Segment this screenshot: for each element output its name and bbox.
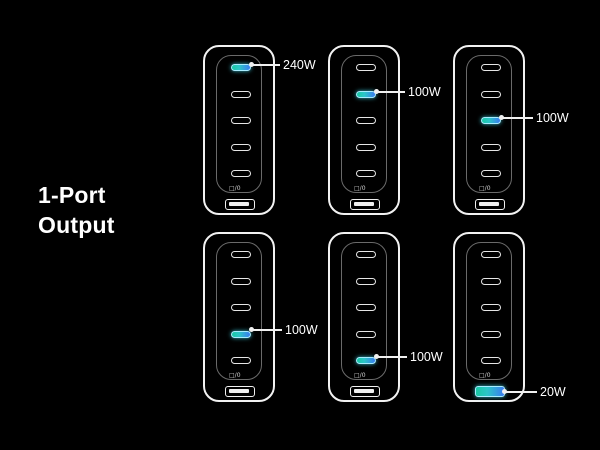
usb-a-port <box>475 199 505 210</box>
usb-c-port-5 <box>356 170 376 177</box>
usb-c-port-4 <box>356 331 376 338</box>
usb-c-port-5 <box>356 357 376 364</box>
usb-c-port-5 <box>231 170 251 177</box>
usb-c-port-1 <box>481 251 501 258</box>
diagram-title-line-2: Output <box>38 212 115 238</box>
charger-config-3: □/0 <box>453 45 525 215</box>
usb-c-port-5 <box>481 170 501 177</box>
port-marking: □/0 <box>354 372 366 379</box>
port-panel <box>341 242 387 380</box>
usb-c-port-4 <box>356 144 376 151</box>
port-panel <box>466 55 512 193</box>
usb-c-port-2 <box>481 278 501 285</box>
leader-line <box>499 115 533 120</box>
leader-line <box>374 89 405 94</box>
usb-c-port-3 <box>481 117 501 124</box>
port-marking: □/0 <box>479 372 491 379</box>
wattage-label: 100W <box>285 323 318 337</box>
leader-line <box>502 389 537 394</box>
charger-config-1: □/0 <box>203 45 275 215</box>
usb-c-port-1 <box>356 64 376 71</box>
wattage-label: 100W <box>536 111 569 125</box>
wattage-label: 20W <box>540 385 566 399</box>
usb-c-port-1 <box>481 64 501 71</box>
usb-a-port <box>225 386 255 397</box>
port-panel <box>466 242 512 380</box>
diagram-title: 1-Port Output <box>38 180 115 240</box>
port-marking: □/0 <box>354 185 366 192</box>
charger-config-6: □/0 <box>453 232 525 402</box>
usb-c-port-5 <box>481 357 501 364</box>
usb-a-port <box>350 199 380 210</box>
wattage-label: 240W <box>283 58 316 72</box>
usb-c-port-2 <box>481 91 501 98</box>
usb-c-port-4 <box>231 331 251 338</box>
usb-c-port-5 <box>231 357 251 364</box>
leader-line <box>374 354 407 359</box>
usb-c-port-3 <box>356 117 376 124</box>
usb-c-port-3 <box>231 304 251 311</box>
diagram-title-line-1: 1-Port <box>38 182 106 208</box>
usb-c-port-1 <box>231 64 251 71</box>
leader-line <box>249 62 280 67</box>
usb-c-port-3 <box>356 304 376 311</box>
port-panel <box>341 55 387 193</box>
usb-c-port-1 <box>356 251 376 258</box>
usb-c-port-2 <box>231 91 251 98</box>
usb-a-port <box>475 386 505 397</box>
wattage-label: 100W <box>408 85 441 99</box>
usb-c-port-1 <box>231 251 251 258</box>
usb-a-port <box>225 199 255 210</box>
usb-c-port-4 <box>481 144 501 151</box>
port-panel <box>216 55 262 193</box>
usb-c-port-3 <box>231 117 251 124</box>
usb-a-port <box>350 386 380 397</box>
port-marking: □/0 <box>229 372 241 379</box>
usb-c-port-4 <box>231 144 251 151</box>
leader-line <box>249 327 282 332</box>
charger-config-4: □/0 <box>203 232 275 402</box>
usb-c-port-2 <box>231 278 251 285</box>
usb-c-port-2 <box>356 278 376 285</box>
port-marking: □/0 <box>479 185 491 192</box>
usb-c-port-3 <box>481 304 501 311</box>
port-panel <box>216 242 262 380</box>
wattage-label: 100W <box>410 350 443 364</box>
charger-config-2: □/0 <box>328 45 400 215</box>
usb-c-port-2 <box>356 91 376 98</box>
usb-c-port-4 <box>481 331 501 338</box>
port-marking: □/0 <box>229 185 241 192</box>
charger-config-5: □/0 <box>328 232 400 402</box>
